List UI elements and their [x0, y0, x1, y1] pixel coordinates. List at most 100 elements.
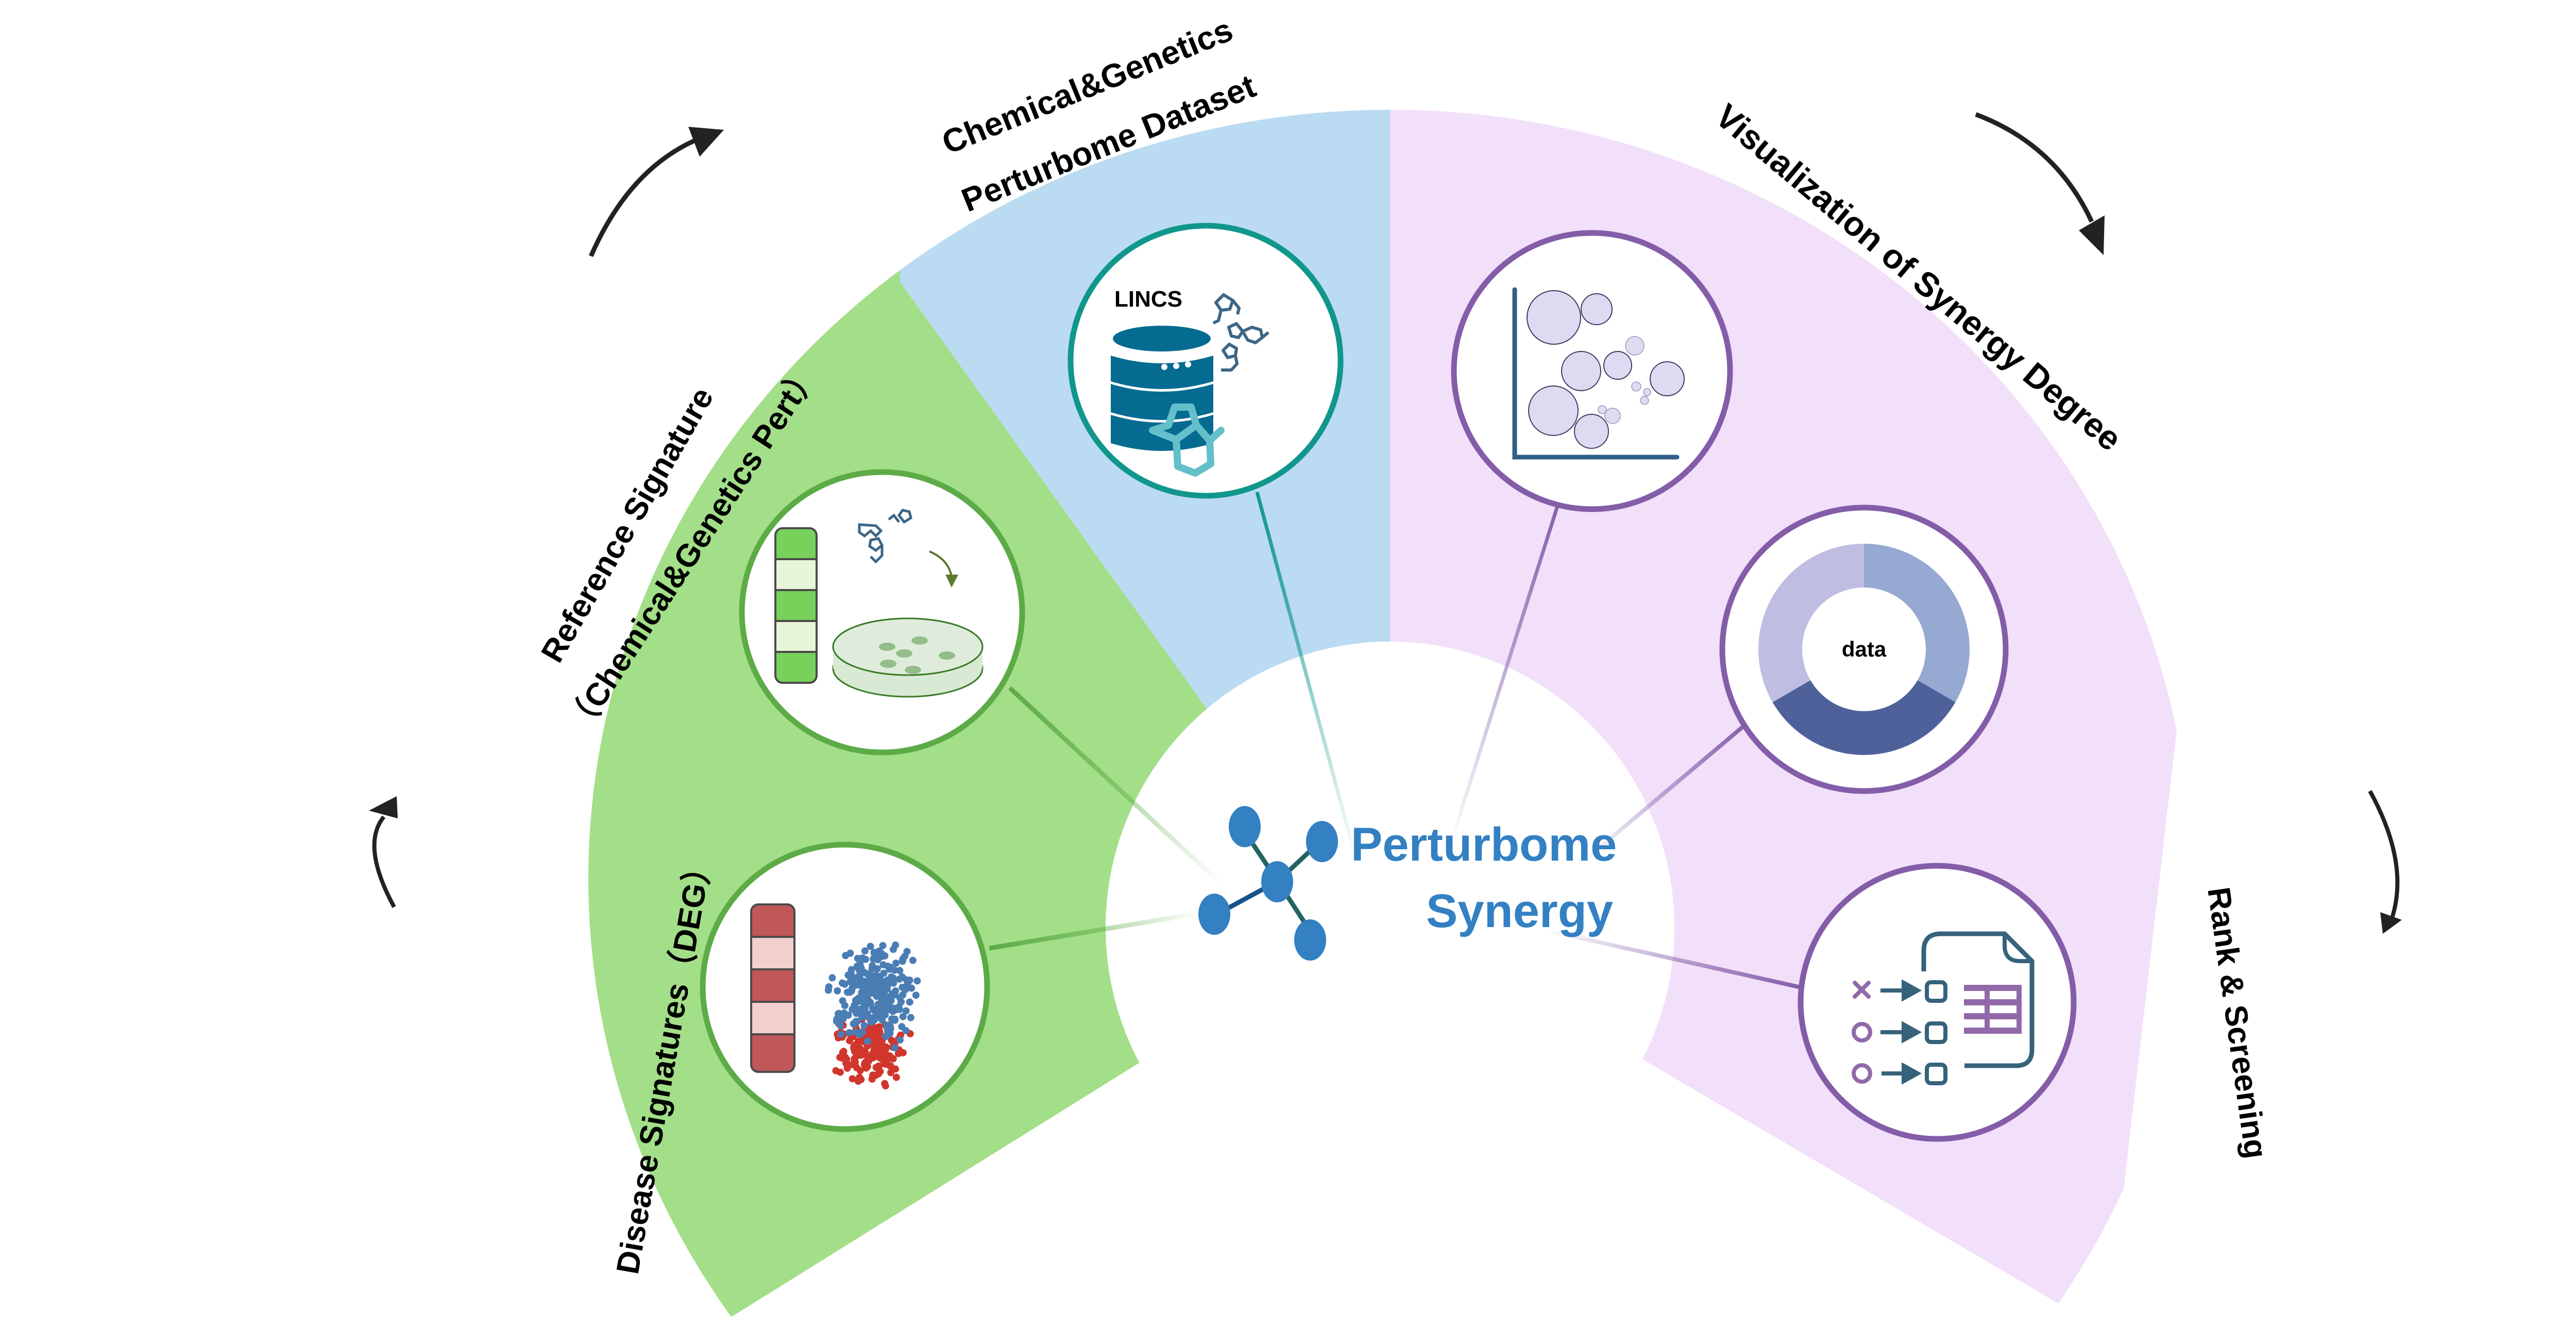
connector-line: [1448, 494, 1563, 846]
scatter-dot: [868, 965, 876, 973]
node-perturbome-dataset[interactable]: LINCS: [1067, 223, 1344, 499]
scatter-dot: [840, 1009, 848, 1017]
donut-segment: [1864, 544, 1970, 702]
connector-line: [1255, 492, 1357, 856]
scatter-dot: [839, 997, 846, 1005]
scatter-dot: [859, 1028, 867, 1036]
curved-arrow-down-icon: [2368, 790, 2402, 934]
scatter-dot: [897, 998, 905, 1006]
scatter-dot: [883, 985, 891, 993]
scatter-dot: [912, 992, 920, 999]
scatter-dot: [851, 1056, 858, 1064]
signature-bar-green: [774, 527, 818, 684]
scatter-dot: [828, 974, 836, 982]
scatter-dot: [839, 1015, 847, 1023]
curved-arrow-up-right-icon: [588, 127, 724, 257]
connector-line: [1583, 719, 1751, 863]
scatter-dot: [879, 942, 887, 949]
scatter-dot: [909, 956, 917, 964]
scatter-dot: [856, 1051, 864, 1059]
center-title-line2: Synergy: [1426, 885, 1613, 937]
database-icon: [1111, 326, 1213, 451]
center-hub: [1106, 642, 1674, 1214]
scatter-dot: [834, 1010, 842, 1018]
scatter-dot: [852, 1017, 860, 1025]
scatter-dot: [872, 1064, 880, 1071]
scatter-dot: [852, 1028, 859, 1036]
node-reference-signature[interactable]: [739, 469, 1025, 755]
scatter-dot: [862, 1058, 870, 1066]
drop-arrow-icon: [929, 550, 953, 577]
node-visualization[interactable]: [1451, 230, 1733, 512]
scatter-dot: [890, 979, 897, 987]
scatter-dot: [839, 1054, 846, 1062]
node-donut[interactable]: data: [1719, 505, 2009, 794]
scatter-dot: [906, 976, 913, 984]
scatter-dot: [875, 1045, 883, 1053]
scatter-dot: [873, 965, 881, 972]
scatter-dot: [857, 1076, 865, 1083]
scatter-dot: [841, 980, 849, 988]
scatter-dot: [867, 943, 874, 950]
donut-segment: [1758, 544, 1864, 702]
scatter-dot: [880, 969, 888, 977]
scatter-dot: [892, 987, 900, 995]
scatter-dot: [848, 985, 856, 993]
scatter-dot: [891, 1044, 899, 1052]
scatter-dot: [852, 1041, 859, 1049]
scatter-dot: [863, 1037, 871, 1045]
scatter-dot: [902, 1007, 910, 1015]
scatter-dot: [872, 1051, 879, 1059]
scatter-dot: [864, 996, 872, 1004]
scatter-dot: [843, 1064, 851, 1072]
scatter-dot: [881, 1080, 889, 1087]
donut-chart-icon: [1758, 544, 1970, 755]
scatter-dot: [832, 1067, 840, 1074]
petri-dish-icon: [832, 617, 984, 698]
scatter-dot: [858, 988, 866, 996]
scatter-dot: [896, 967, 904, 975]
volcano-scatter-icon: [824, 941, 921, 1090]
scatter-dot: [877, 981, 885, 988]
molecule-network-icon: [1198, 806, 1338, 961]
connector-line: [1545, 928, 1804, 990]
scatter-dot: [887, 1062, 894, 1070]
scatter-dot: [861, 947, 869, 955]
curved-arrow-up-icon: [369, 796, 398, 908]
bubble-chart-icon: [1512, 287, 1685, 460]
scatter-dot: [883, 994, 891, 1001]
compound-icon: [858, 509, 912, 564]
scatter-dot: [854, 954, 861, 962]
curved-arrow-down-right-icon: [1975, 112, 2105, 255]
scatter-dot: [889, 974, 896, 982]
scatter-dot: [889, 1007, 897, 1015]
node-disease-signatures[interactable]: [700, 842, 990, 1132]
scatter-dot: [873, 993, 880, 1000]
drop-arrow-head: [945, 575, 958, 587]
scatter-dot: [856, 1067, 864, 1074]
scatter-dot: [884, 1053, 891, 1061]
scatter-dot: [892, 959, 900, 967]
node-rank-screening[interactable]: [1798, 863, 2077, 1142]
scatter-dot: [869, 983, 876, 991]
scatter-dot: [873, 1030, 880, 1038]
scatter-dot: [872, 953, 880, 961]
scatter-dot: [875, 1040, 883, 1048]
scatter-dot: [851, 1001, 858, 1009]
connector-line: [1008, 686, 1223, 886]
molecule-icon: [1149, 404, 1225, 477]
scatter-dot: [860, 977, 868, 985]
scatter-dot: [883, 1022, 890, 1030]
scatter-dot: [903, 948, 911, 955]
scatter-dot: [865, 990, 872, 998]
scatter-dot: [839, 1049, 846, 1056]
scatter-dot: [833, 1017, 840, 1025]
checklist-document-icon: [1852, 931, 2035, 1085]
scatter-dot: [913, 977, 921, 985]
scatter-dot: [824, 986, 832, 994]
scatter-dot: [898, 1023, 906, 1031]
scatter-dot: [892, 1073, 900, 1081]
scatter-dot: [868, 1075, 876, 1083]
scatter-dot: [849, 1075, 856, 1083]
scatter-dot: [860, 1021, 868, 1029]
